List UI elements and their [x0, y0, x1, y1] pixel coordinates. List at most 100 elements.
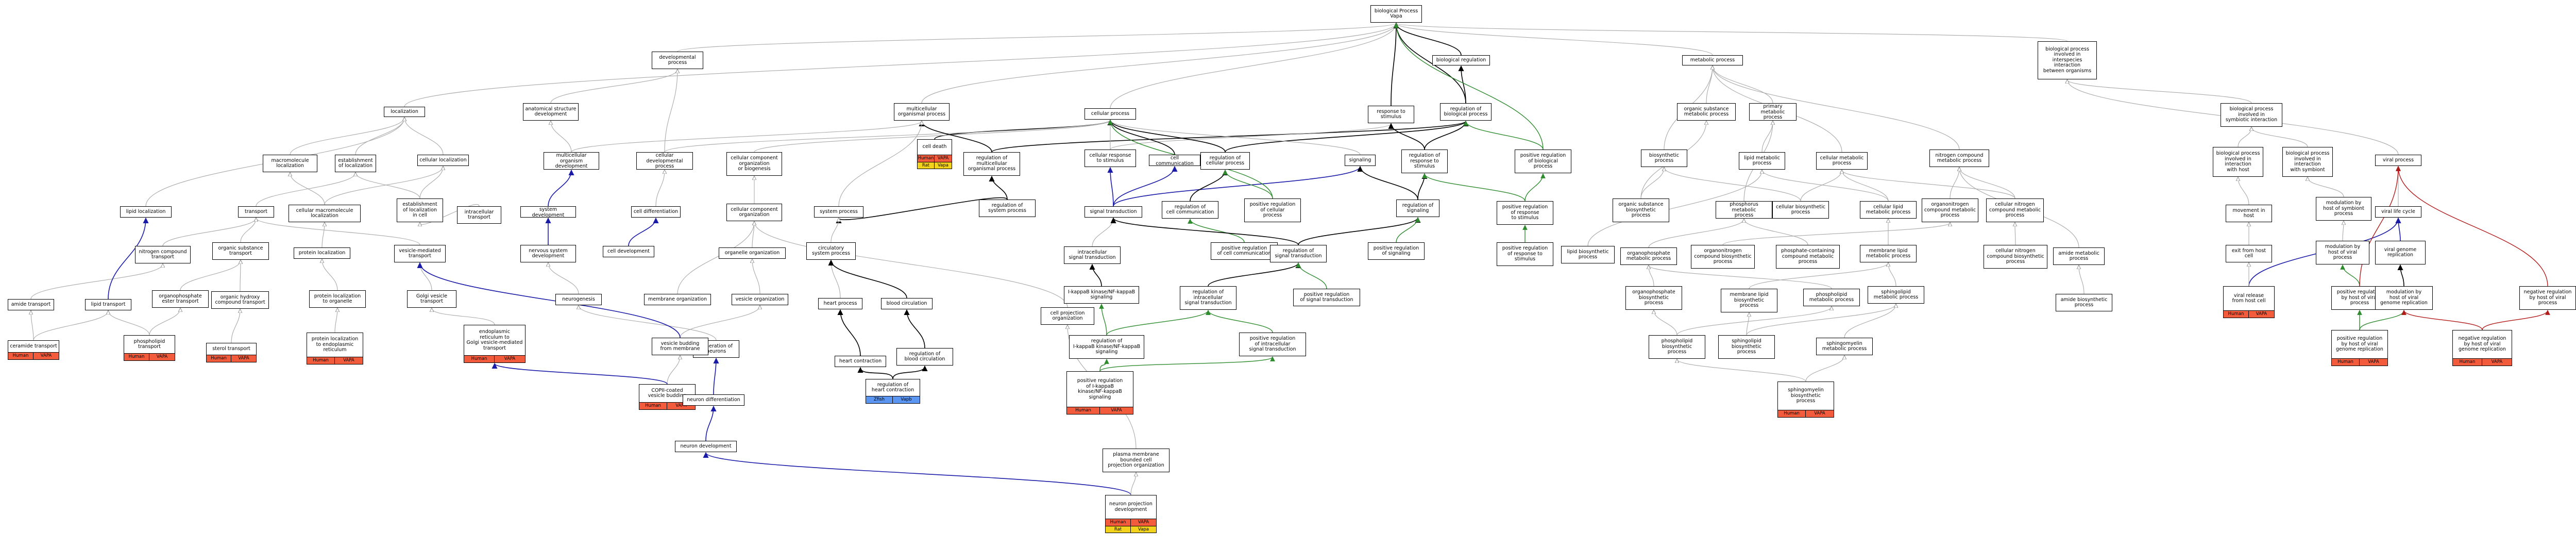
- go-term-golgi[interactable]: Golgi vesicle transport: [407, 290, 456, 308]
- go-term-symb[interactable]: biological process involved in symbiotic…: [2221, 103, 2282, 127]
- go-term-neurogen[interactable]: neurogenesis: [555, 294, 602, 305]
- go-term-memorg[interactable]: membrane organization: [644, 294, 711, 305]
- go-term-memlipidmet[interactable]: membrane lipid metabolic process: [1860, 245, 1917, 262]
- go-term-cellbio[interactable]: cellular biosynthetic process: [1772, 201, 1829, 219]
- go-term-lipidmet[interactable]: lipid metabolic process: [1739, 152, 1785, 170]
- go-term-posregintra[interactable]: positive regulation of intracellular sig…: [1239, 333, 1306, 356]
- go-term-regikb[interactable]: regulation of I-kappaB kinase/NF-kappaB …: [1069, 335, 1144, 359]
- go-term-orgphos[interactable]: organophosphate metabolic process: [1620, 247, 1677, 265]
- go-term-vesbud[interactable]: vesicle budding from membrane: [652, 338, 708, 355]
- go-term-orgnitrobio[interactable]: organonitrogen compound biosynthetic pro…: [1691, 245, 1755, 269]
- go-term-transport[interactable]: transport: [238, 206, 274, 218]
- go-term-cellprojorg[interactable]: cell projection organization: [1041, 307, 1094, 325]
- go-term-phoscont[interactable]: phosphate-containing compound metabolic …: [1776, 245, 1840, 269]
- go-term-cell[interactable]: cellular process: [1084, 108, 1136, 120]
- go-term-ergolgi[interactable]: endoplasmic reticulum to Golgi vesicle-m…: [464, 325, 526, 363]
- go-term-posregresp[interactable]: positive regulation of response to stimu…: [1497, 201, 1553, 225]
- go-term-memlipidbio[interactable]: membrane lipid biosynthetic process: [1721, 289, 1777, 312]
- go-term-cellmacroloc[interactable]: cellular macromolecule localization: [289, 205, 361, 222]
- go-term-regblood[interactable]: regulation of blood circulation: [896, 348, 953, 366]
- go-term-negregviralproc[interactable]: negative regulation by host of viral pro…: [2519, 286, 2576, 310]
- go-term-ccorg2[interactable]: cellular component organization: [726, 204, 782, 221]
- go-term-orgsubtrans[interactable]: organic substance transport: [212, 242, 269, 260]
- go-term-protlocorg[interactable]: protein localization to organelle: [309, 290, 366, 308]
- go-term-macroloc[interactable]: macromolecule localization: [263, 155, 317, 172]
- go-term-regresp[interactable]: regulation of response to stimulus: [1401, 150, 1448, 173]
- go-term-posregsigtrans[interactable]: positive regulation of signal transducti…: [1293, 289, 1360, 306]
- go-term-bp[interactable]: biological Process Vapa: [1370, 5, 1422, 23]
- go-term-regmulti[interactable]: regulation of multicellular organismal p…: [963, 152, 1020, 176]
- go-term-phosmet[interactable]: phosphorus metabolic process: [1716, 201, 1772, 219]
- go-term-nitrotrans[interactable]: nitrogen compound transport: [135, 246, 191, 263]
- go-term-posregsig[interactable]: positive regulation of signaling: [1368, 242, 1425, 260]
- go-term-nervdev[interactable]: nervous system development: [520, 245, 576, 262]
- go-term-resp[interactable]: response to stimulus: [1368, 106, 1414, 123]
- go-term-bpinthost[interactable]: biological process involved in interacti…: [2213, 147, 2263, 177]
- go-term-posregresp2[interactable]: positive regulation of response to stimu…: [1497, 242, 1553, 266]
- go-term-cellnitrobio[interactable]: cellular nitrogen compound biosynthetic …: [1984, 245, 2047, 269]
- go-term-protloc[interactable]: protein localization: [294, 247, 350, 259]
- go-term-sysdev[interactable]: system development: [520, 206, 576, 218]
- go-term-viralproc[interactable]: viral process: [2375, 155, 2421, 166]
- go-term-orgnitro[interactable]: organonitrogen compound metabolic proces…: [1922, 198, 1978, 222]
- go-term-celldev[interactable]: cell development: [603, 246, 654, 257]
- go-term-orgsub[interactable]: organic substance metabolic process: [1677, 103, 1736, 121]
- go-term-amidetrans[interactable]: amide transport: [8, 299, 54, 310]
- go-term-neurdiff[interactable]: neuron differentiation: [683, 394, 744, 406]
- go-term-intrasig[interactable]: intracellular signal transduction: [1064, 246, 1121, 264]
- go-term-regcellcomm[interactable]: regulation of cell communication: [1162, 201, 1218, 219]
- go-term-orgsubbio[interactable]: organic substance biosynthetic process: [1613, 198, 1669, 222]
- go-term-heartproc[interactable]: heart process: [818, 298, 862, 309]
- go-term-primmet[interactable]: primary metabolic process: [1749, 103, 1797, 121]
- go-term-modviralrep[interactable]: modulation by host of viral genome repli…: [2375, 286, 2433, 310]
- go-term-estloc[interactable]: establishment of localization: [335, 155, 376, 172]
- go-term-sphingomyelinmet[interactable]: sphingomyelin metabolic process: [1816, 338, 1873, 355]
- go-term-sphingobio[interactable]: sphingolipid biosynthetic process: [1718, 335, 1775, 359]
- go-term-negregviralrep[interactable]: negative regulation by host of viral gen…: [2452, 330, 2512, 366]
- go-term-lipidloc[interactable]: lipid localization: [120, 206, 172, 218]
- go-term-vesorg[interactable]: vesicle organization: [732, 294, 788, 305]
- go-term-regsig[interactable]: regulation of signaling: [1396, 200, 1439, 217]
- go-term-ikb[interactable]: I-kappaB kinase/NF-kappaB signaling: [1064, 286, 1139, 304]
- go-term-biosynth[interactable]: biosynthetic process: [1641, 150, 1687, 167]
- go-term-modhostviral[interactable]: modulation by host of viral process: [2316, 241, 2369, 264]
- go-term-movhost[interactable]: movement in host: [2226, 205, 2272, 222]
- go-term-organelle[interactable]: organelle organization: [719, 247, 786, 259]
- go-term-viralcycle[interactable]: viral life cycle: [2375, 206, 2421, 218]
- go-term-posregviralrep[interactable]: positive regulation by host of viral gen…: [2331, 330, 2388, 366]
- go-term-posregikb[interactable]: positive regulation of I-kappaB kinase/N…: [1066, 371, 1133, 415]
- go-term-circ[interactable]: circulatory system process: [806, 242, 856, 260]
- go-term-lipidbio[interactable]: lipid biosynthetic process: [1561, 246, 1615, 263]
- go-term-exithost[interactable]: exit from host cell: [2226, 245, 2272, 262]
- go-term-sysproc[interactable]: system process: [814, 206, 863, 218]
- go-term-plasmamem[interactable]: plasma membrane bounded cell projection …: [1103, 449, 1170, 472]
- go-term-dev[interactable]: developmental process: [652, 52, 703, 69]
- go-term-modsym[interactable]: modulation by host of symbiont process: [2316, 197, 2371, 221]
- go-term-anat[interactable]: anatomical structure development: [523, 103, 579, 121]
- go-term-orghydroxy[interactable]: organic hydroxy compound transport: [211, 291, 269, 309]
- go-term-regsys[interactable]: regulation of system process: [979, 200, 1036, 217]
- go-term-lipidtrans[interactable]: lipid transport: [85, 299, 131, 310]
- go-term-signaling[interactable]: signaling: [1345, 155, 1376, 166]
- go-term-celllipid[interactable]: cellular lipid metabolic process: [1860, 201, 1917, 219]
- go-term-loc[interactable]: localization: [384, 107, 425, 117]
- go-term-celldevproc[interactable]: cellular developmental process: [636, 152, 693, 170]
- go-term-ccorg[interactable]: cellular component organization or bioge…: [726, 152, 782, 176]
- go-term-heartcont[interactable]: heart contraction: [835, 356, 886, 367]
- go-term-breg[interactable]: biological regulation: [1432, 55, 1490, 65]
- go-term-bloodcirc[interactable]: blood circulation: [881, 298, 933, 309]
- go-term-posregbp[interactable]: positive regulation of biological proces…: [1515, 150, 1571, 173]
- go-term-cellcomm[interactable]: cell communication: [1149, 155, 1200, 166]
- go-term-orgphostrans[interactable]: organophosphate ester transport: [152, 290, 209, 308]
- go-term-sigtrans[interactable]: signal transduction: [1084, 206, 1142, 218]
- go-term-amidebio[interactable]: amide biosynthetic process: [2056, 294, 2112, 311]
- go-term-interspecies[interactable]: biological process involved in interspec…: [2038, 41, 2097, 79]
